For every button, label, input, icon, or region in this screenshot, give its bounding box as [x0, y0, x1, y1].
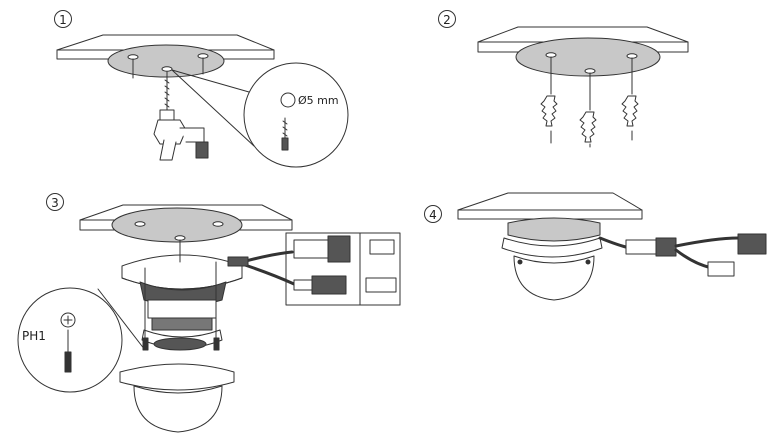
- step-4-number: 4: [424, 205, 442, 223]
- wall-anchor-icon: [621, 57, 639, 141]
- ceiling-plate: [477, 26, 689, 77]
- ceiling-plate: [79, 204, 293, 243]
- step-3-panel: PH1: [17, 204, 401, 433]
- wall-anchor-icon: [579, 72, 597, 148]
- drill-bit-callout: Ø5 mm: [171, 62, 349, 168]
- step-2-number: 2: [438, 10, 456, 28]
- cable: [227, 235, 351, 295]
- mounting-holes: [127, 53, 209, 79]
- ceiling-plate: [457, 192, 643, 220]
- step-4-panel: [457, 192, 767, 301]
- wall-anchor-icon: [540, 56, 558, 144]
- dome-cover: [119, 363, 235, 433]
- connector-reference: [285, 232, 401, 306]
- step-1-panel: Ø5 mm: [56, 34, 349, 168]
- screwdriver-label: PH1: [22, 329, 46, 343]
- step-1-number: 1: [54, 10, 72, 28]
- drill-bit-icon: [281, 117, 289, 151]
- cable: [598, 233, 767, 277]
- screwdriver-callout: PH1: [17, 287, 146, 393]
- screw-icon: [142, 239, 220, 351]
- drill-icon: [153, 71, 209, 161]
- screwdriver-icon: [64, 329, 72, 373]
- camera-assembled: [501, 217, 603, 301]
- step-2-panel: [477, 26, 689, 148]
- camera-base: [121, 254, 243, 351]
- drill-size-label: Ø5 mm: [298, 94, 339, 107]
- step-3-number: 3: [46, 193, 64, 211]
- ceiling-plate: [56, 34, 275, 78]
